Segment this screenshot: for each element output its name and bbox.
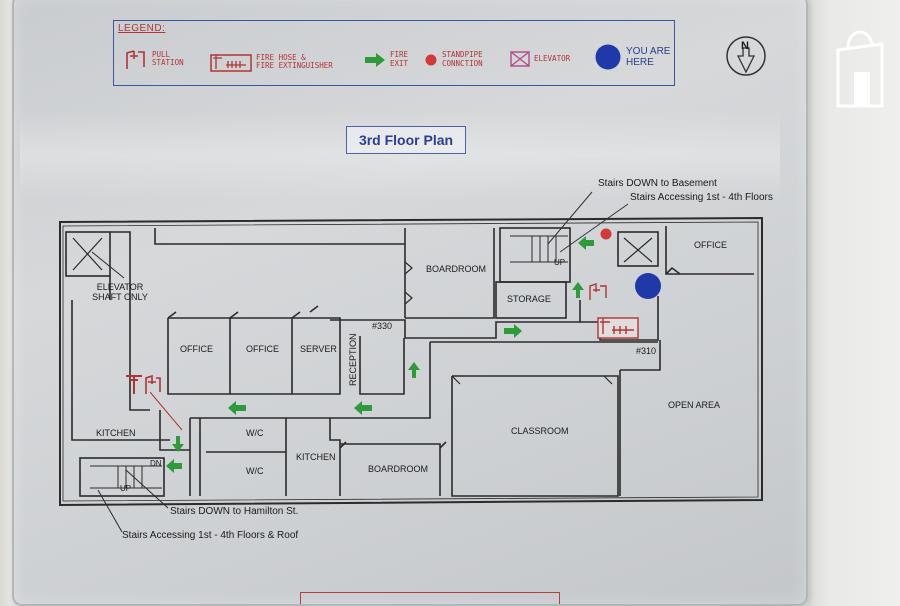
north-compass: N: [724, 34, 768, 83]
room-label-office-right: OFFICE: [694, 240, 727, 250]
legend-item-you-are-here: YOU ARE HERE: [594, 43, 670, 71]
fire-exit-arrow-icon: [365, 52, 385, 67]
room-label-reception: RECEPTION: [348, 333, 358, 386]
room-label-classroom: CLASSROOM: [511, 426, 569, 436]
legend-item-fire-exit: FIRE EXIT: [364, 50, 409, 68]
legend-title: LEGEND:: [118, 23, 166, 34]
legend-label-fire-exit: FIRE EXIT: [390, 50, 409, 68]
room-label-boardroom-top: BOARDROOM: [426, 264, 487, 274]
lower-sign-edge: [300, 592, 560, 604]
floor-title: 3rd Floor Plan: [346, 126, 466, 154]
fire-exit-arrows: [166, 236, 594, 473]
suite-number-310: #310: [636, 346, 657, 356]
you-are-here-icon: [595, 44, 621, 70]
stair-dn-left: DN: [150, 459, 162, 468]
elevator-icon: [510, 51, 530, 67]
stair-up-left: UP: [120, 484, 132, 493]
room-label-kitchen-left: KITCHEN: [96, 428, 136, 438]
legend-item-standpipe: STANDPIPE CONNCTION: [424, 50, 483, 68]
north-label: N: [741, 40, 749, 52]
shopping-bag-door-icon: [836, 30, 884, 108]
fire-equipment-left: [126, 374, 161, 394]
room-label-office-1: OFFICE: [180, 344, 213, 354]
fire-hose-extinguisher-icon: [210, 54, 252, 72]
suite-number-330: #330: [372, 321, 393, 331]
fire-equipment-right: [589, 283, 639, 339]
legend-item-fire-hose: FIRE HOSE & FIRE EXTINGUISHER: [210, 51, 333, 73]
annotation-stairs-accessing-left: Stairs Accessing 1st - 4th Floors & Roof: [122, 530, 299, 541]
north-arrow-icon: [726, 36, 766, 76]
annotation-stairs-down-hamilton: Stairs DOWN to Hamilton St.: [170, 506, 299, 517]
legend-label-fire-hose: FIRE HOSE & FIRE EXTINGUISHER: [256, 52, 333, 70]
legend-box: LEGEND: PULL STATION FIRE HOSE & FIRE EX…: [113, 20, 675, 86]
room-label-kitchen-mid: KITCHEN: [296, 452, 336, 462]
stair-up-right: UP: [554, 258, 566, 267]
room-label-elevator-shaft: ELEVATOR SHAFT ONLY: [92, 282, 148, 302]
room-label-wc-2: W/C: [246, 466, 264, 476]
room-label-server: SERVER: [300, 344, 337, 354]
legend-label-pull-station: PULL STATION: [152, 49, 184, 67]
legend-label-elevator: ELEVATOR: [534, 53, 571, 63]
annotation-stairs-down-basement: Stairs DOWN to Basement: [598, 178, 717, 189]
room-label-storage: STORAGE: [507, 294, 551, 304]
standpipe-marker: [600, 228, 612, 240]
legend-label-standpipe: STANDPIPE CONNCTION: [442, 50, 483, 68]
you-are-here-marker: [635, 273, 661, 299]
room-label-office-2: OFFICE: [246, 344, 279, 354]
room-label-wc-1: W/C: [246, 428, 264, 438]
annotation-stairs-accessing-right: Stairs Accessing 1st - 4th Floors: [630, 192, 773, 203]
room-label-boardroom-bottom: BOARDROOM: [368, 464, 429, 474]
standpipe-connection-icon: [425, 54, 437, 65]
legend-item-elevator: ELEVATOR: [510, 51, 570, 67]
room-label-open-area: OPEN AREA: [668, 400, 721, 410]
legend-label-you-are-here: YOU ARE HERE: [626, 46, 671, 68]
pull-station-icon: [126, 50, 145, 69]
legend-item-pull-station: PULL STATION: [124, 47, 184, 71]
